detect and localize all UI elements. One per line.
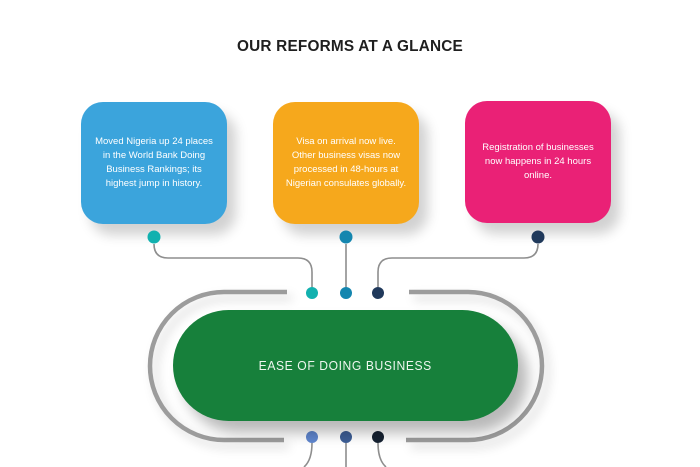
card-visa-on-arrival-text: Visa on arrival now live. Other business… xyxy=(285,135,407,190)
card-business-registration: Registration of businesses now happens i… xyxy=(465,101,611,223)
top-gap-dot-navy xyxy=(372,287,384,299)
card-world-bank-ranking-text: Moved Nigeria up 24 places in the World … xyxy=(95,135,213,190)
tail-bottom-left xyxy=(303,442,313,467)
bottom-gap-dot-slate xyxy=(340,431,352,443)
card-visa-on-arrival: Visa on arrival now live. Other business… xyxy=(273,102,419,224)
top-gap-dot-blue xyxy=(340,287,352,299)
card-dot-visa xyxy=(339,230,353,244)
card-world-bank-ranking: Moved Nigeria up 24 places in the World … xyxy=(81,102,227,224)
tail-bottom-right xyxy=(377,442,387,467)
ease-of-doing-business-pill: EASE OF DOING BUSINESS xyxy=(173,310,518,421)
card-dot-registration xyxy=(531,230,545,244)
card-business-registration-text: Registration of businesses now happens i… xyxy=(482,141,594,182)
page-title: OUR REFORMS AT A GLANCE xyxy=(237,38,463,55)
capsule-ring-right xyxy=(406,289,545,443)
top-gap-dot-teal xyxy=(306,287,318,299)
ease-of-doing-business-label: EASE OF DOING BUSINESS xyxy=(258,358,433,373)
card-dot-world-bank xyxy=(147,230,161,244)
capsule-ring-left xyxy=(147,289,287,443)
connector-right xyxy=(377,243,539,287)
bottom-gap-dot-periwinkle xyxy=(306,431,318,443)
bottom-gap-dot-dark xyxy=(372,431,384,443)
connector-left xyxy=(153,243,313,287)
